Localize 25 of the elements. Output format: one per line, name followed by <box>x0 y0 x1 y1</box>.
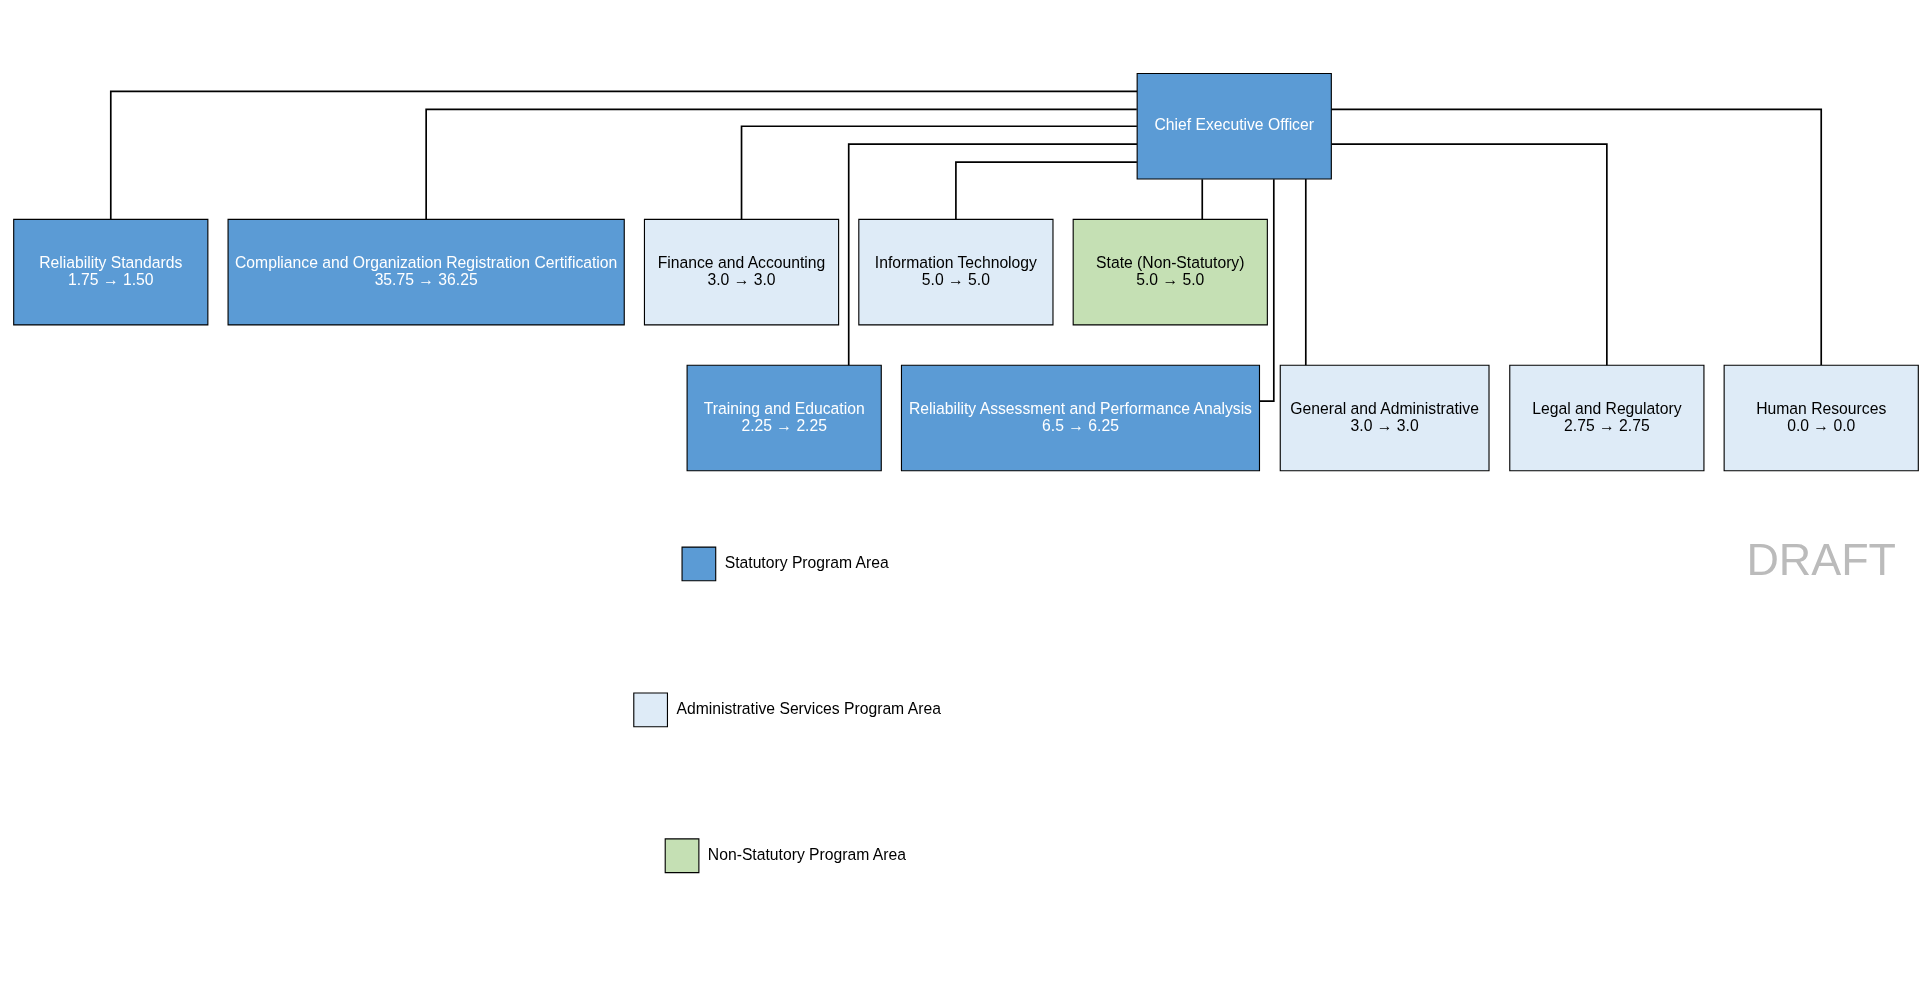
connector <box>1330 142 1608 366</box>
node-box: General and Administrative 3.0 → 3.0 <box>1279 364 1490 471</box>
connector <box>847 142 1138 366</box>
node-box: Reliability Standards 1.75 → 1.50 <box>12 218 208 325</box>
node-box: Training and Education 2.25 → 2.25 <box>686 364 882 471</box>
connector <box>1330 108 1822 366</box>
node-box: Information Technology 5.0 → 5.0 <box>857 218 1054 325</box>
legend-label: Administrative Services Program Area <box>675 699 941 717</box>
node-box: State (Non-Statutory) 5.0 → 5.0 <box>1072 218 1268 325</box>
connector <box>740 124 1138 220</box>
node-box: Chief Executive Officer <box>1136 72 1332 180</box>
node-box: Finance and Accounting 3.0 → 3.0 <box>643 218 839 325</box>
node-box: Human Resources 0.0 → 0.0 <box>1723 364 1919 471</box>
legend-label: Statutory Program Area <box>724 553 889 571</box>
connector <box>1200 178 1203 220</box>
connector <box>1258 177 1275 402</box>
node-box: Compliance and Organization Registration Certification 35.75 → 36.25 <box>227 218 625 325</box>
connector <box>424 108 1138 220</box>
connector <box>1304 177 1307 366</box>
node-box: Legal and Regulatory 2.75 → 2.75 <box>1508 364 1704 471</box>
node-box: Reliability Assessment and Performance Analysis 6.5 → 6.25 <box>900 364 1260 471</box>
connector <box>954 160 1138 220</box>
legend-label: Non-Statutory Program Area <box>707 845 906 863</box>
label: DRAFT <box>1745 533 1896 585</box>
connector <box>109 90 1138 220</box>
